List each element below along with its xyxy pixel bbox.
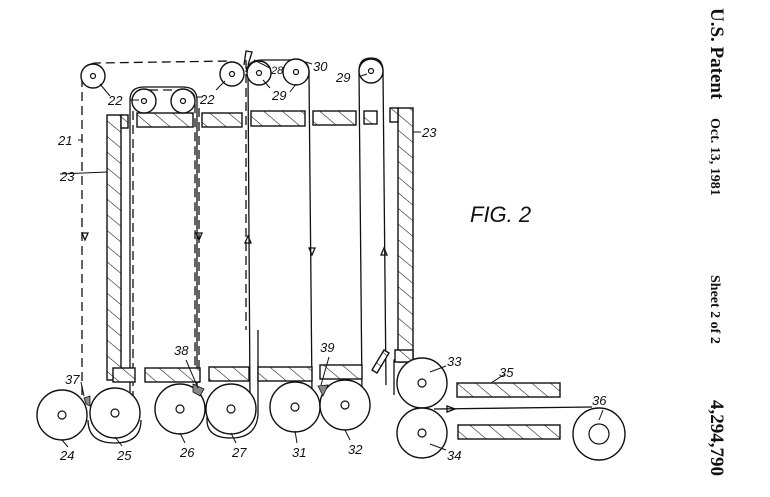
numeral-22: 22 [107,93,123,108]
numeral-22: 22 [199,92,215,107]
numeral-33: 33 [447,354,462,369]
sheet-number: Sheet 2 of 2 [707,275,722,344]
patent-number: 4,294,790 [706,400,727,476]
patent-date: Oct. 13, 1981 [707,118,722,196]
patent-header: U.S. Patent Oct. 13, 1981 Sheet 2 of 2 4… [706,8,727,476]
numeral-31: 31 [292,445,306,460]
numeral-21: 21 [57,133,72,148]
numeral-36: 36 [592,393,607,408]
figure-label: FIG. 2 [470,202,531,227]
patent-title: U.S. Patent [706,8,727,100]
numeral-30: 30 [313,59,328,74]
numeral-35: 35 [499,365,514,380]
numeral-28: 28 [270,65,284,77]
numeral-27: 27 [231,445,247,460]
numeral-29: 29 [271,88,286,103]
numeral-24: 24 [59,448,74,463]
numeral-38: 38 [174,343,189,358]
numeral-39: 39 [320,340,334,355]
numeral-34: 34 [447,448,461,463]
numeral-37: 37 [65,372,80,387]
numeral-25: 25 [116,448,132,463]
numeral-32: 32 [348,442,363,457]
numeral-26: 26 [179,445,195,460]
numeral-29: 29 [335,70,350,85]
numeral-23: 23 [59,169,75,184]
numeral-23: 23 [421,125,437,140]
